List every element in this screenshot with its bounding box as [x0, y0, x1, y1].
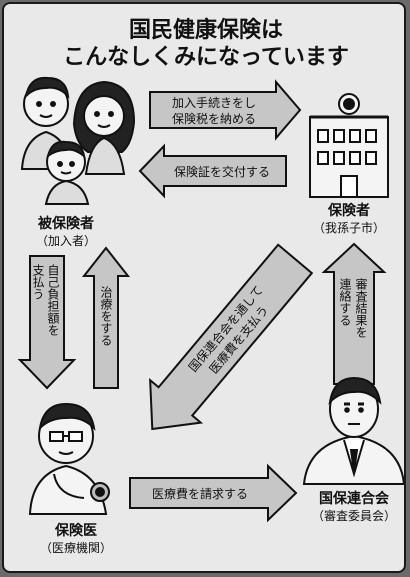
- diagram-frame: 国民健康保険は こんなしくみになっています: [2, 2, 406, 573]
- doctor-label: 保険医: [54, 522, 97, 539]
- arrow-copay-line-2: 支払う: [31, 264, 45, 300]
- insurer-sub-label: （我孫子市）: [313, 220, 385, 235]
- national-health-insurance-diagram: 国民健康保険は こんなしくみになっています: [17, 17, 404, 555]
- doctor-illustration: [28, 402, 110, 515]
- arrow-join-pay-tax-line-2: 保険税を納める: [172, 112, 256, 126]
- family-illustration: [20, 76, 136, 205]
- federation-label: 国保連合会: [319, 490, 390, 507]
- title-line-1: 国民健康保険は: [129, 17, 283, 43]
- insurer-label: 保険者: [327, 202, 370, 219]
- arrow-join-pay-tax: 加入手続きをし 保険税を納める: [149, 79, 302, 141]
- arrow-treatment-label: 治療をする: [99, 286, 113, 346]
- arrow-claim-cost-label: 医療費を請求する: [152, 486, 248, 501]
- arrow-via-federation: 国保連合会を通して 医療費を支払う: [149, 243, 314, 431]
- federation-sub-label: （審査委員会）: [312, 508, 396, 523]
- city-office-building-icon: [309, 93, 389, 198]
- arrow-report-result-line-2: 連絡する: [338, 278, 352, 326]
- arrow-copay-line-1: 自己負担額を: [46, 264, 60, 336]
- doctor-sub-label: （医療機関）: [40, 540, 112, 555]
- official-man-illustration: [302, 376, 404, 485]
- arrow-claim-cost: 医療費を請求する: [129, 463, 298, 523]
- arrow-report-result: 審査結果を 連絡する: [321, 242, 387, 385]
- arrow-issue-card-label: 保険証を交付する: [174, 164, 270, 179]
- insured-label: 被保険者: [38, 215, 94, 232]
- arrow-issue-card: 保険証を交付する: [138, 143, 287, 199]
- arrow-report-result-line-1: 審査結果を: [354, 277, 368, 338]
- insured-sub-label: （加入者）: [36, 234, 96, 248]
- arrow-copay: 自己負担額を 支払う: [17, 255, 77, 390]
- arrow-join-pay-tax-line-1: 加入手続きをし: [172, 96, 256, 110]
- title-line-2: こんなしくみになっています: [63, 45, 349, 70]
- arrow-treatment: 治療をする: [81, 246, 131, 389]
